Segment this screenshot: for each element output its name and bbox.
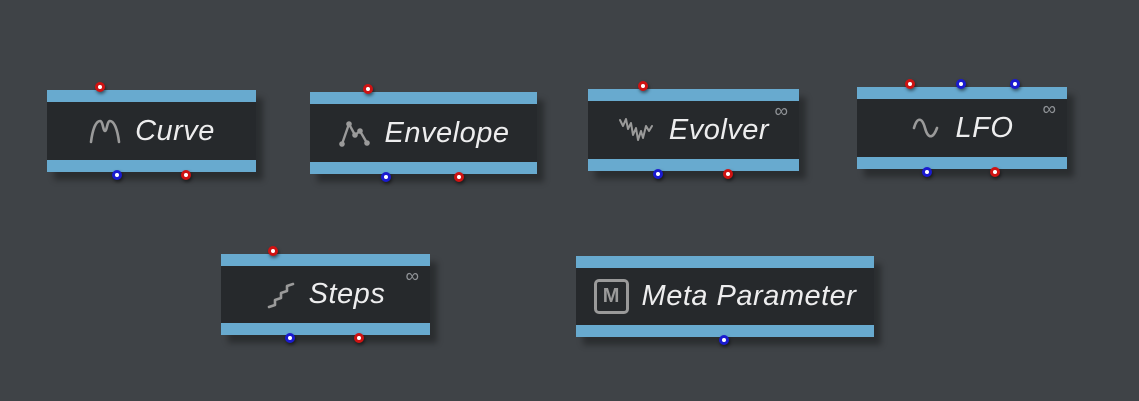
steps-bottom-port-blue[interactable] <box>284 333 295 343</box>
node-top-bar <box>221 254 430 266</box>
node-label: Evolver <box>668 113 770 146</box>
node-envelope[interactable]: Envelope <box>310 84 537 182</box>
node-lfo[interactable]: LFO ∞ <box>857 79 1067 177</box>
node-label: Steps <box>308 278 386 310</box>
node-curve[interactable]: Curve <box>47 82 256 180</box>
envelope-icon <box>338 118 372 148</box>
node-evolver[interactable]: Evolver ∞ <box>588 81 799 179</box>
node-bottom-bar <box>47 160 256 172</box>
node-label: LFO <box>955 111 1014 144</box>
evolver-bottom-port-red[interactable] <box>723 169 734 179</box>
steps-top-port-red[interactable] <box>268 246 279 256</box>
node-label: Curve <box>135 114 215 147</box>
curve-bottom-port-blue[interactable] <box>112 170 122 180</box>
evolver-icon <box>618 114 656 146</box>
meta-parameter-icon: M <box>593 279 629 314</box>
lfo-bottom-port-blue[interactable] <box>922 167 933 177</box>
node-top-bar <box>576 256 874 268</box>
node-steps[interactable]: Steps ∞ <box>221 246 430 343</box>
envelope-bottom-port-blue[interactable] <box>381 172 392 182</box>
envelope-bottom-port-red[interactable] <box>453 172 464 182</box>
evolver-top-port-red[interactable] <box>637 81 648 91</box>
node-body: Steps ∞ <box>221 266 430 323</box>
node-body: Curve <box>47 102 256 160</box>
infinity-icon: ∞ <box>1042 99 1056 120</box>
node-bottom-bar <box>588 159 799 171</box>
node-top-bar <box>310 92 537 104</box>
node-body: Envelope <box>310 104 537 162</box>
lfo-bottom-port-red[interactable] <box>989 167 1000 177</box>
node-top-bar <box>588 89 799 101</box>
node-bottom-bar <box>310 162 537 174</box>
curve-bottom-port-red[interactable] <box>180 170 191 180</box>
node-bottom-bar <box>857 157 1067 169</box>
node-bottom-bar <box>221 323 430 335</box>
lfo-top-port-red[interactable] <box>904 79 915 89</box>
node-body: LFO ∞ <box>857 99 1067 157</box>
node-top-bar <box>47 90 256 102</box>
envelope-top-port-red[interactable] <box>362 84 373 94</box>
curve-top-port-red[interactable] <box>95 82 106 92</box>
node-meta-parameter[interactable]: M Meta Parameter <box>576 256 874 345</box>
curve-icon <box>88 117 122 145</box>
node-body: Evolver ∞ <box>588 101 799 159</box>
infinity-icon: ∞ <box>774 101 788 122</box>
node-label: Meta Parameter <box>641 280 857 312</box>
lfo-top-port-blue-1[interactable] <box>955 79 966 89</box>
lfo-icon <box>911 115 943 141</box>
evolver-bottom-port-blue[interactable] <box>652 169 663 179</box>
node-body: M Meta Parameter <box>576 268 874 325</box>
lfo-top-port-blue-2[interactable] <box>1009 79 1020 89</box>
meta-bottom-port-blue[interactable] <box>719 335 730 345</box>
steps-bottom-port-red[interactable] <box>353 333 364 343</box>
node-top-bar <box>857 87 1067 99</box>
node-bottom-bar <box>576 325 874 337</box>
infinity-icon: ∞ <box>405 266 419 287</box>
steps-icon <box>266 280 296 310</box>
node-label: Envelope <box>384 116 510 149</box>
